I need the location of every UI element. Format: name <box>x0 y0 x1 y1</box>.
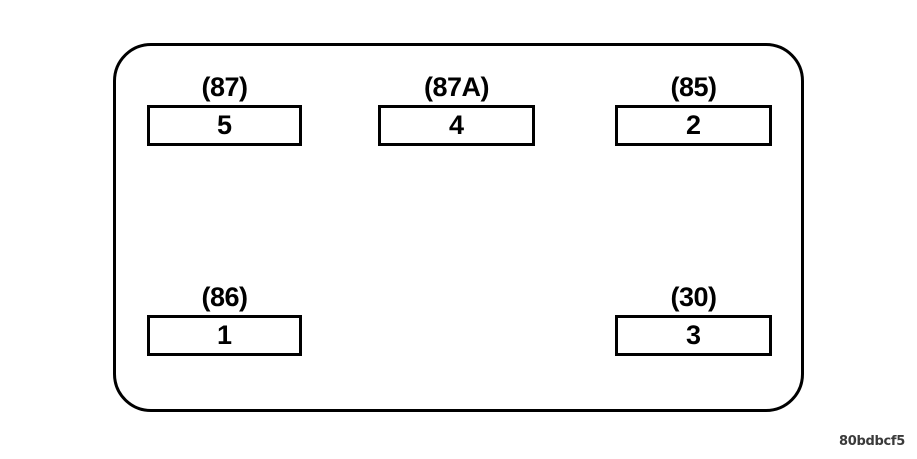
terminal-85-pin-label: (85) <box>670 72 717 102</box>
terminal-85-number: 2 <box>685 110 702 140</box>
terminal-87a-pin-label: (87A) <box>423 72 490 102</box>
terminal-87: (87) 5 <box>147 74 302 146</box>
terminal-87-pin-label: (87) <box>201 72 248 102</box>
terminal-85: (85) 2 <box>615 74 772 146</box>
terminal-86: (86) 1 <box>147 284 302 356</box>
terminal-86-pin-label: (86) <box>201 282 248 312</box>
terminal-86-number: 1 <box>216 320 233 350</box>
terminal-30-box: 3 <box>615 315 772 356</box>
terminal-87a-box: 4 <box>378 105 535 146</box>
terminal-30-pin-label: (30) <box>670 282 717 312</box>
terminal-85-box: 2 <box>615 105 772 146</box>
terminal-87-number: 5 <box>216 110 233 140</box>
figure-id-watermark: 80bdbcf5 <box>838 434 905 449</box>
terminal-87-box: 5 <box>147 105 302 146</box>
terminal-30: (30) 3 <box>615 284 772 356</box>
terminal-30-number: 3 <box>685 320 702 350</box>
terminal-87a: (87A) 4 <box>378 74 535 146</box>
terminal-87a-number: 4 <box>448 110 465 140</box>
terminal-86-box: 1 <box>147 315 302 356</box>
